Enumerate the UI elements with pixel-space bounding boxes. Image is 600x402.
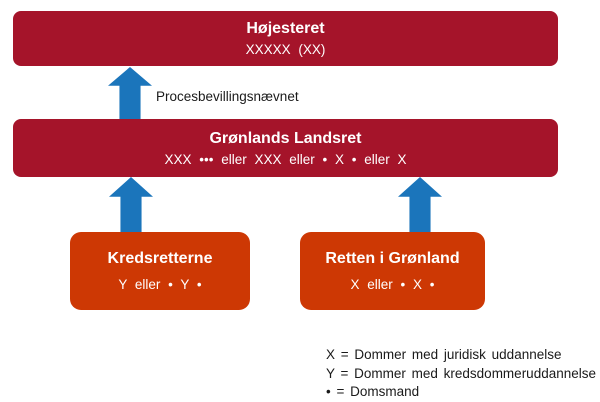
node-landsret-subtitle: XXX ••• eller XXX eller • X • eller X [164,152,407,167]
node-retten-subtitle: X eller • X • [350,276,435,292]
node-landsret: Grønlands Landsret XXX ••• eller XXX ell… [13,119,558,177]
node-landsret-title: Grønlands Landsret [209,130,362,147]
up-arrow-icon [108,67,152,119]
procesbevillingsnaevnet-label: Procesbevillingsnævnet [156,89,299,104]
node-kredsretterne: Kredsretterne Y eller • Y • [70,232,250,310]
legend-item-dot: • = Domsmand [326,384,420,399]
legend-item-x: X = Dommer med juridisk uddannelse [326,347,562,362]
up-arrow-icon [109,177,153,232]
node-kredsretterne-subtitle: Y eller • Y • [118,276,202,292]
node-retten-title: Retten i Grønland [325,249,460,267]
node-kredsretterne-title: Kredsretterne [107,249,213,267]
node-retten: Retten i Grønland X eller • X • [300,232,485,310]
node-hojesteret-title: Højesteret [246,19,325,37]
up-arrow-icon [398,177,442,232]
legend-item-y: Y = Dommer med kredsdommeruddannelse [326,365,596,381]
node-hojesteret: Højesteret XXXXX (XX) [13,11,558,66]
legend: X = Dommer med juridisk uddannelse Y = D… [326,346,596,402]
node-hojesteret-subtitle: XXXXX (XX) [245,41,326,57]
